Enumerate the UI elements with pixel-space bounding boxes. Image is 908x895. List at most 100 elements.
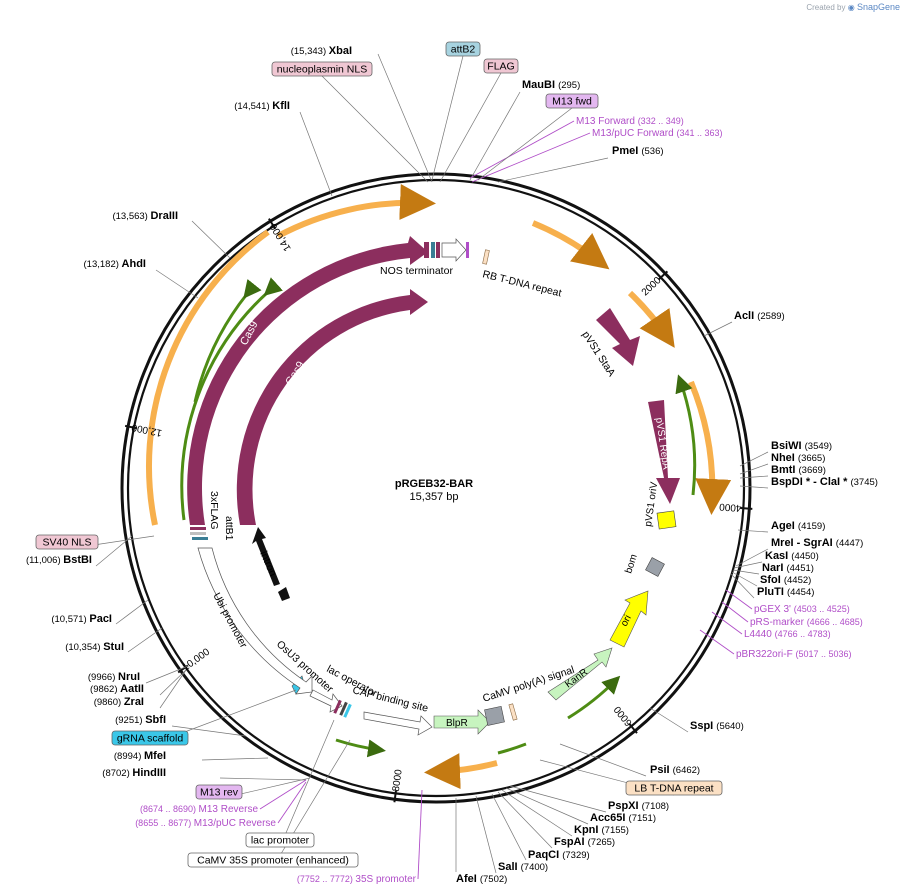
feature-label: LB T-DNA repeat — [634, 783, 713, 795]
enzyme-leader — [145, 665, 189, 684]
enzyme-leader — [649, 707, 689, 733]
enzyme-leader — [739, 475, 769, 479]
primer-leader — [277, 781, 307, 824]
scale-tick — [657, 270, 669, 281]
backbone-inner-ring — [126, 178, 746, 798]
primer-leader — [699, 629, 735, 655]
feature-leader — [321, 75, 429, 183]
enzyme-leader — [733, 561, 763, 569]
scale-tick-label: 12,000 — [130, 421, 163, 438]
feature-label: M13 fwd — [552, 96, 592, 108]
primer-site: (8655 .. 8677) M13/pUC Reverse — [135, 818, 276, 829]
enzyme-leader — [497, 791, 553, 849]
orange-arc-left — [146, 229, 270, 526]
feature-label: gRNA scaffold — [117, 733, 184, 745]
enzyme-site: (10,571) PacI — [51, 613, 112, 625]
feature-leader — [431, 55, 464, 181]
scale-tick-label: 10,000 — [181, 646, 213, 673]
flag-mark-2 — [190, 532, 206, 535]
feature-label-box — [245, 832, 315, 848]
scale-tick — [268, 218, 277, 230]
green-arc-right — [675, 374, 697, 496]
rb-tdna-mark — [482, 249, 490, 265]
enzyme-leader — [737, 529, 769, 533]
enzyme-site: SalI (7400) — [498, 861, 548, 873]
scale-tick — [393, 790, 397, 803]
primer-leader — [259, 779, 307, 810]
feature-label-box — [187, 852, 359, 868]
scale-tick-label: 8000 — [391, 768, 405, 792]
cas9-outer-arrow — [187, 236, 428, 525]
feature-leader — [439, 72, 502, 183]
enzyme-site: (8994) MfeI — [114, 750, 166, 762]
nos-terminator-label: NOS terminator — [380, 265, 453, 277]
orange-arc-top — [276, 184, 436, 239]
green-arc-left-upper — [193, 279, 262, 403]
intron-label: intron — [257, 549, 279, 578]
primer-leader — [725, 589, 753, 610]
enzyme-leader — [732, 569, 760, 575]
feature-label: attB2 — [451, 44, 476, 56]
nos-mark-1 — [424, 242, 429, 258]
flag-mark-3 — [192, 537, 208, 540]
credit-prefix: Created by — [806, 3, 846, 12]
feature-leader — [279, 719, 335, 848]
enzyme-site: (13,182) AhdI — [84, 258, 146, 270]
enzyme-site: (11,006) BstBI — [26, 554, 92, 566]
feature-label-box — [483, 58, 519, 74]
feature-leader — [272, 739, 351, 868]
enzyme-leader — [191, 220, 231, 259]
feature-label: nucleoplasmin NLS — [277, 64, 367, 76]
pvs1-oriv-box — [656, 510, 677, 530]
intron-arrow — [252, 527, 280, 586]
blpr-label: BlpR — [446, 718, 468, 729]
feature-label: M13 rev — [200, 787, 239, 799]
bom-label: bom — [623, 553, 639, 575]
lb-tdna-mark — [508, 703, 518, 721]
enzyme-site: PmeI (536) — [612, 145, 664, 157]
green-arc-bottom-right — [497, 742, 527, 755]
primer-leader — [721, 601, 749, 623]
bom-box — [645, 557, 665, 577]
primer-site: pBR322ori-F (5017 .. 5036) — [736, 649, 852, 660]
enzyme-site: KasI (4450) — [765, 550, 819, 562]
feature-label-box — [271, 61, 373, 77]
enzyme-site: AfeI (7502) — [456, 873, 507, 885]
enzyme-leader — [127, 627, 163, 653]
enzyme-leader — [155, 269, 199, 299]
primer-site: pRS-marker (4666 .. 4685) — [750, 617, 863, 628]
scale-tick-label: 6000 — [612, 703, 635, 728]
feature-label-box — [445, 41, 481, 57]
enzyme-site: PsiI (6462) — [650, 764, 700, 776]
enzyme-leader — [497, 157, 609, 183]
enzyme-leader — [171, 725, 247, 737]
enzyme-leader — [491, 793, 527, 861]
enzyme-leader — [475, 795, 497, 874]
enzyme-leader — [201, 757, 269, 761]
primer-site: M13/pUC Forward (341 .. 363) — [592, 128, 723, 139]
camv-polya-box — [484, 705, 505, 726]
primer-site: (7752 .. 7772) 35S promoter — [297, 874, 417, 885]
intron-end-mark — [278, 587, 290, 601]
enzyme-site: FspAI (7265) — [554, 836, 615, 848]
feature-label: FLAG — [487, 61, 514, 73]
credit-brand: SnapGene — [856, 2, 900, 12]
primer-site: M13 Forward (332 .. 349) — [576, 116, 684, 127]
enzyme-site: SfoI (4452) — [760, 574, 811, 586]
enzyme-leader — [731, 571, 758, 587]
plasmid-length: 15,357 bp — [410, 491, 459, 503]
feature-label: SV40 NLS — [42, 537, 91, 549]
enzyme-leader — [559, 743, 647, 777]
enzyme-leader — [703, 321, 733, 337]
cas9-inner-arrow — [236, 289, 428, 525]
primer-site: (8674 .. 8690) M13 Reverse — [140, 804, 258, 815]
scale-tick — [628, 723, 638, 734]
kanr-arrow — [547, 647, 613, 701]
enzyme-site: BmtI (3669) — [771, 464, 826, 476]
enzyme-site: (9860) ZraI — [94, 696, 144, 708]
ori-label: ori — [619, 613, 634, 628]
rb-tdna-label: RB T-DNA repeat — [481, 268, 563, 299]
enzyme-site: (9251) SbfI — [115, 714, 166, 726]
enzyme-site: (8702) HindIII — [102, 767, 166, 779]
primer-site: L4440 (4766 .. 4783) — [744, 629, 831, 640]
